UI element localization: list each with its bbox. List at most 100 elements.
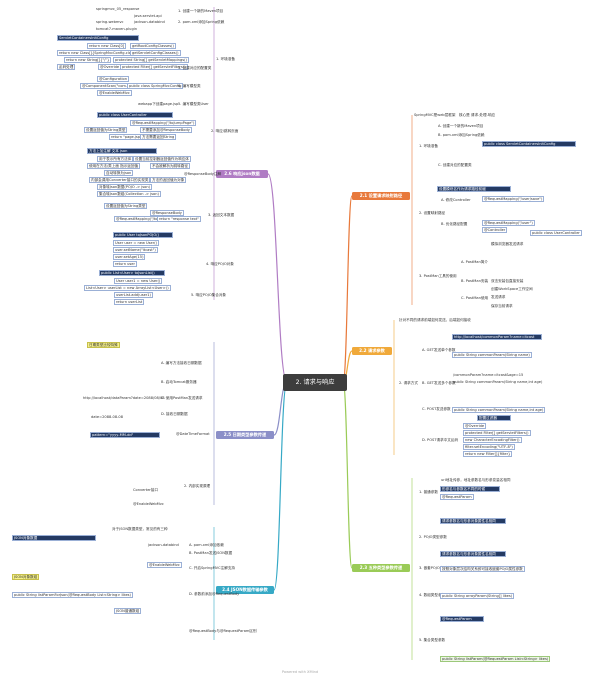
- node[interactable]: 对于JSON数据类型，常见的有三种: [112, 527, 168, 531]
- node[interactable]: 形参名与参数名不同的时候: [440, 486, 500, 493]
- node[interactable]: User user1 = new User(): [114, 278, 163, 285]
- node[interactable]: 2. 设置映射路径: [419, 211, 446, 215]
- node[interactable]: 2. 响应/跳转页面: [211, 129, 239, 133]
- node[interactable]: 4. 响应POJO对象: [206, 262, 234, 266]
- node[interactable]: public String commonParam(String name,in…: [452, 407, 546, 414]
- node[interactable]: 内部会调用Converter接口的实现类: [89, 177, 151, 184]
- node[interactable]: return user: [113, 261, 137, 268]
- node[interactable]: return "response text": [157, 216, 201, 223]
- node[interactable]: C. 开启SpringMVC注解支持: [189, 566, 236, 570]
- node[interactable]: @RequestMapping("/user/save"): [482, 196, 545, 203]
- pojo-header[interactable]: public User toJsonPOJO(): [113, 232, 173, 239]
- node[interactable]: tomcat7-maven-plugin: [96, 27, 138, 31]
- node[interactable]: public String commonParam(String name,in…: [453, 380, 543, 384]
- node[interactable]: 针对不同的请求前端如何发送，后端如何接收: [399, 318, 471, 322]
- node[interactable]: @Configuration: [97, 76, 129, 83]
- node[interactable]: getServletConfigClasses(): [130, 50, 181, 57]
- node[interactable]: C. 使用PostMan发送请求: [161, 396, 203, 400]
- node[interactable]: 2. pom.xml添加Spring依赖: [178, 20, 225, 24]
- node[interactable]: A. PostMan简介: [461, 260, 488, 264]
- node[interactable]: 集合转Json数组(Collection -> json): [97, 191, 161, 198]
- node[interactable]: 双击安装包直接安装: [491, 279, 524, 283]
- node[interactable]: C. POST发送参数: [422, 407, 451, 411]
- config-header[interactable]: ServletContainersInitConfig: [57, 35, 139, 42]
- node[interactable]: @Override: [463, 423, 487, 430]
- node[interactable]: public class UserController: [530, 230, 582, 237]
- node[interactable]: 3. 返回文本数据: [208, 213, 235, 217]
- node[interactable]: 设置返回值为String类型: [84, 127, 128, 134]
- node[interactable]: return userList: [114, 299, 145, 306]
- node[interactable]: jackson-databind: [148, 543, 179, 547]
- node[interactable]: A. GET发送单个参数: [422, 348, 456, 352]
- node[interactable]: 2. POJO类型参数: [419, 535, 447, 539]
- node[interactable]: 5. 响应POJO集合对象: [191, 293, 227, 297]
- node[interactable]: http://localhost/commonParam?name=itcast: [452, 334, 542, 341]
- node[interactable]: B. GET发送多个参数: [422, 381, 456, 385]
- node[interactable]: SpringMVC是web层框架: [414, 113, 456, 117]
- node[interactable]: 发送请求: [491, 295, 506, 299]
- node[interactable]: 3. PostMan工具的使用: [419, 274, 457, 278]
- node[interactable]: @RequestBody与@RequestParam区别: [189, 629, 257, 633]
- node[interactable]: protected Filter[] getServletFilters(): [120, 64, 188, 71]
- node[interactable]: A. pom.xml添加依赖: [189, 543, 224, 547]
- node[interactable]: 创建WorkSpace工作空间: [491, 287, 533, 291]
- node[interactable]: 用于表示所有方法体: [97, 156, 134, 163]
- node[interactable]: 5. 编写模型类User: [178, 102, 209, 106]
- node[interactable]: 设置当前控制器返回值作为响应体: [133, 156, 191, 163]
- node[interactable]: @EnableWebMvc: [147, 562, 182, 569]
- node[interactable]: 设置返回值为String类型: [104, 203, 148, 210]
- node[interactable]: return new Class[]{SpringMvcConfig.class…: [57, 50, 139, 57]
- node[interactable]: protected Filter[] getServletFilters(): [463, 430, 531, 437]
- node[interactable]: return new String[]{"/"}: [64, 57, 112, 64]
- node[interactable]: @RequestMapping("/user"): [482, 220, 535, 227]
- node[interactable]: getRootConfigClasses(): [130, 43, 176, 50]
- node[interactable]: 模拟浏览器发送请求: [491, 242, 524, 246]
- user-controller-header[interactable]: public class UserController: [97, 112, 173, 119]
- node[interactable]: @ResponseBody: [150, 210, 184, 217]
- node[interactable]: 3. 创建对应的配置类: [178, 66, 212, 70]
- node[interactable]: userList.add(user1): [114, 292, 153, 299]
- node[interactable]: user.setName("itcast"): [113, 247, 158, 254]
- node[interactable]: 保存当前请求: [491, 304, 513, 308]
- node[interactable]: 4. 数组类型参数: [419, 593, 446, 597]
- node[interactable]: public class ServletContainersInitConfig: [482, 141, 576, 148]
- node[interactable]: public String arrayParam(String[] likes): [440, 593, 515, 600]
- node[interactable]: 乱码处理: [57, 64, 76, 71]
- node[interactable]: 配置过滤器: [477, 415, 511, 422]
- node[interactable]: B. 启动Tomcat服务器: [161, 380, 197, 384]
- node[interactable]: 使用在方法/类上面 指示返回值: [87, 163, 141, 170]
- node[interactable]: 日期类型比较特殊: [87, 342, 120, 349]
- node[interactable]: date=2088-08-08: [91, 415, 123, 419]
- node[interactable]: C. 创建对应的配置类: [438, 163, 472, 167]
- node[interactable]: 不需要添加@ResponseBody: [140, 127, 192, 134]
- node[interactable]: 方法需要返回String: [140, 134, 177, 141]
- node[interactable]: JSON普通数组: [114, 608, 142, 615]
- node[interactable]: B. pom.xml添加Spring依赖: [438, 133, 485, 137]
- node[interactable]: 2. 请求方式: [399, 381, 418, 385]
- node[interactable]: filter.setEncoding("UTF-8"): [463, 444, 515, 451]
- node[interactable]: C. PostMan使用: [461, 296, 489, 300]
- node[interactable]: return new Filter[]{filter}: [463, 451, 513, 458]
- node[interactable]: webapp下创建page.jsp: [138, 102, 179, 106]
- node[interactable]: 1. 环境准备: [216, 57, 235, 61]
- node[interactable]: public String commonParam(String name): [452, 352, 532, 359]
- node[interactable]: return new Class[0]: [87, 43, 127, 50]
- node[interactable]: public class SpringMvcConfig: [127, 83, 184, 90]
- node[interactable]: 2. 内部实现原理: [184, 484, 211, 488]
- node[interactable]: jackson-databind: [134, 20, 165, 24]
- node[interactable]: @RequestParam: [440, 494, 474, 501]
- node[interactable]: 对象转Json数据(POJO -> json): [97, 184, 153, 191]
- node[interactable]: B. PostMan发送JSON数据: [189, 551, 233, 555]
- node[interactable]: D. POST请求中文乱码: [422, 438, 459, 442]
- node[interactable]: B. 优化路径配置: [441, 222, 468, 226]
- node[interactable]: 请求参数名与形参对象属性名相同: [440, 551, 506, 558]
- root-topic[interactable]: 2. 请求与响应: [283, 374, 347, 391]
- node[interactable]: return "page.jsp": [109, 134, 144, 141]
- node[interactable]: @DateTimeFormat: [176, 432, 210, 436]
- node[interactable]: List<User> userList = new ArrayList<User…: [84, 285, 171, 292]
- node[interactable]: JSON对象数组: [12, 574, 40, 581]
- node[interactable]: User user = new User(): [113, 240, 160, 247]
- node[interactable]: spring-webmvc: [96, 20, 124, 24]
- branch-request-mapping[interactable]: 2.1 设置请求映射路径: [352, 192, 410, 200]
- node[interactable]: 5. 集合类型参数: [419, 638, 446, 642]
